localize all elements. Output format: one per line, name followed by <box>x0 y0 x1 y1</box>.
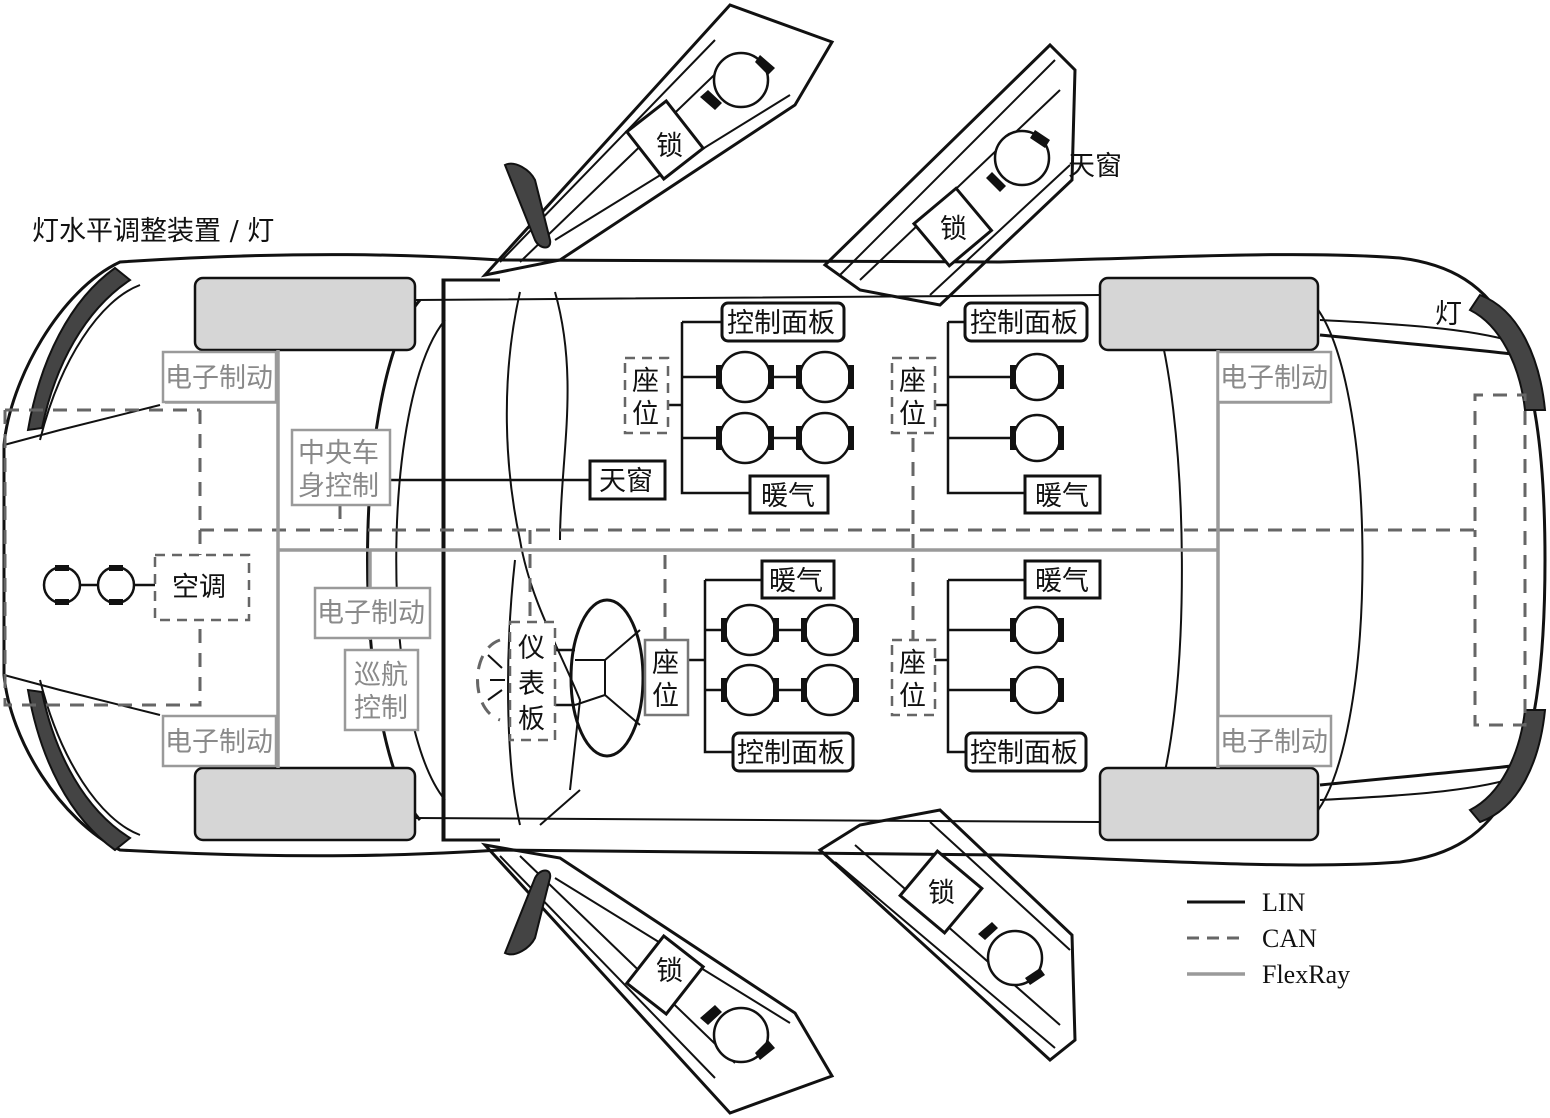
svg-text:座: 座 <box>652 648 679 679</box>
svg-text:位: 位 <box>652 681 679 712</box>
svg-text:控制面板: 控制面板 <box>737 738 845 769</box>
sunroof-box: 天窗 <box>588 459 667 501</box>
door-front-top <box>480 3 835 278</box>
svg-text:座: 座 <box>899 648 926 679</box>
svg-text:控制: 控制 <box>354 693 408 724</box>
svg-text:电子制动: 电子制动 <box>165 727 273 758</box>
heating-front-right: 暖气 <box>760 559 836 600</box>
svg-text:巡航: 巡航 <box>354 660 408 691</box>
svg-text:电子制动: 电子制动 <box>165 363 273 394</box>
central-body-control: 中央车 身控制 <box>290 428 392 507</box>
svg-text:座: 座 <box>899 366 926 397</box>
seat-front-left: 座 位 <box>623 356 670 435</box>
control-panel-rear-right: 控制面板 <box>964 731 1088 773</box>
control-panel-front-left: 控制面板 <box>720 301 846 343</box>
heating-rear-right: 暖气 <box>1023 559 1102 600</box>
seat-rear-left: 座 位 <box>890 356 937 435</box>
cruise-control: 巡航 控制 <box>343 648 420 732</box>
svg-text:板: 板 <box>518 704 545 735</box>
legend-lin: LIN <box>1262 888 1306 917</box>
lin-bus <box>72 320 1025 754</box>
svg-text:座: 座 <box>632 366 659 397</box>
wheels <box>193 276 1320 842</box>
electronic-brake-front-bottom: 电子制动 <box>161 714 278 768</box>
seat-front-right: 座 位 <box>643 638 690 717</box>
svg-text:位: 位 <box>632 399 659 430</box>
legend-flexray: FlexRay <box>1262 960 1350 989</box>
control-panel-front-right: 控制面板 <box>731 731 855 773</box>
lock-label-front-top: 锁 <box>656 131 683 162</box>
electronic-brake-rear-top: 电子制动 <box>1216 350 1333 404</box>
headlamp-leveling-label: 灯水平调整装置 / 灯 <box>32 216 274 247</box>
electronic-brake-middle: 电子制动 <box>313 586 432 640</box>
instrument-dials <box>476 638 505 722</box>
door-rear-top <box>822 42 1077 307</box>
door-front-bottom <box>480 842 835 1115</box>
svg-text:位: 位 <box>899 399 926 430</box>
svg-text:控制面板: 控制面板 <box>727 308 835 339</box>
air-conditioning: 空调 <box>153 553 251 622</box>
svg-text:身控制: 身控制 <box>298 471 379 502</box>
lock-label-rear-top: 锁 <box>940 214 967 245</box>
svg-text:中央车: 中央车 <box>298 438 379 469</box>
sunroof-top-label: 天窗 <box>1068 151 1122 182</box>
instrument-panel: 仪 表 板 <box>508 620 557 742</box>
lamp-rear-label: 灯 <box>1435 299 1462 330</box>
svg-text:暖气: 暖气 <box>1035 481 1089 512</box>
lock-label-rear-bottom: 锁 <box>928 878 955 909</box>
electronic-brake-front-top: 电子制动 <box>161 350 278 404</box>
door-rear-bottom <box>817 808 1077 1062</box>
electronic-brake-rear-bottom: 电子制动 <box>1216 714 1333 768</box>
legend-can: CAN <box>1262 924 1317 953</box>
can-bus <box>3 390 1527 727</box>
svg-text:控制面板: 控制面板 <box>970 738 1078 769</box>
heating-rear-left: 暖气 <box>1023 474 1102 515</box>
svg-text:仪: 仪 <box>518 633 545 664</box>
seat-rear-right: 座 位 <box>890 638 937 717</box>
steering-wheel <box>569 598 645 758</box>
lock-label-front-bottom: 锁 <box>656 956 683 987</box>
svg-text:控制面板: 控制面板 <box>970 308 1078 339</box>
headlamps <box>26 266 1547 852</box>
motors <box>42 350 1064 717</box>
heating-front-left: 暖气 <box>748 474 830 515</box>
svg-text:电子制动: 电子制动 <box>1220 363 1328 394</box>
svg-text:电子制动: 电子制动 <box>1220 727 1328 758</box>
svg-text:表: 表 <box>518 669 545 700</box>
svg-text:暖气: 暖气 <box>761 481 815 512</box>
svg-text:空调: 空调 <box>172 572 226 603</box>
svg-text:位: 位 <box>899 681 926 712</box>
wheel-rear-left <box>1098 276 1320 352</box>
svg-text:电子制动: 电子制动 <box>317 598 425 629</box>
wheel-front-left <box>193 276 417 352</box>
svg-text:暖气: 暖气 <box>769 566 823 597</box>
svg-text:暖气: 暖气 <box>1035 566 1089 597</box>
legend: LIN CAN FlexRay <box>1187 888 1350 989</box>
wheel-rear-right <box>1098 766 1320 842</box>
svg-text:天窗: 天窗 <box>599 466 653 497</box>
control-panel-rear-left: 控制面板 <box>963 301 1089 343</box>
wheel-front-right <box>193 766 417 842</box>
